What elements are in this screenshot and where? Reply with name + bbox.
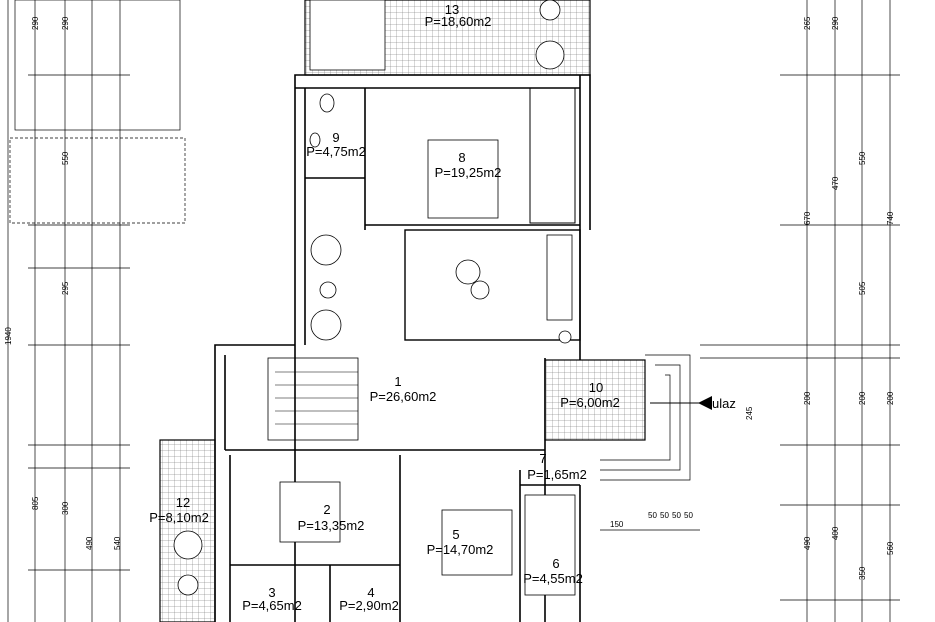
top-left-terrace <box>9 0 186 224</box>
room-6-label: 6 P=4,55m2 <box>523 556 583 586</box>
dim-bottom-2: 50 <box>648 511 657 520</box>
room-number: 8 <box>458 150 465 165</box>
room-number: 3 <box>268 585 275 600</box>
dim-bottom-4: 50 <box>672 511 681 520</box>
room-number: 9 <box>332 130 339 145</box>
room-8-label: 8 P=19,25m2 <box>435 150 502 180</box>
dim-left-20: 540 <box>113 536 122 550</box>
room-area: P=4,55m2 <box>523 571 583 586</box>
room-2-label: 2 P=13,35m2 <box>298 502 365 533</box>
room-number: 6 <box>552 556 559 571</box>
room-5-label: 5 P=14,70m2 <box>427 527 494 557</box>
bottom-right-dimensions: 150 50 50 50 50 <box>600 511 700 531</box>
dim-right-19: 560 <box>886 541 895 555</box>
dim-bottom-1: 150 <box>610 520 624 529</box>
dim-bottom-3: 50 <box>660 511 669 520</box>
room-area: P=4,75m2 <box>306 144 366 159</box>
dim-right-6: 670 <box>803 211 812 225</box>
room-area: P=6,00m2 <box>560 395 620 410</box>
room-area: P=8,10m2 <box>149 510 209 525</box>
dim-left-18: 300 <box>61 501 70 515</box>
entrance-label: ulaz <box>712 396 736 411</box>
room-4-label: 4 P=2,90m2 <box>339 585 399 613</box>
dim-left-2: 290 <box>61 16 70 30</box>
dim-right-5: 470 <box>831 176 840 190</box>
dim-right-1: 290 <box>831 16 840 30</box>
room-number: 4 <box>367 585 374 600</box>
furniture <box>173 0 576 596</box>
dim-bottom-5: 50 <box>684 511 693 520</box>
room-number: 13 <box>445 2 459 17</box>
dim-right-18: 490 <box>803 536 812 550</box>
dim-right-17: 400 <box>831 526 840 540</box>
room-7-label: 7 P=1,65m2 <box>527 451 587 482</box>
dim-right-9: 505 <box>858 281 867 295</box>
dim-left-5: 550 <box>61 151 70 165</box>
dim-right-14: 200 <box>886 391 895 405</box>
right-dimension-lines <box>700 0 900 622</box>
room-3-label: 3 P=4,65m2 <box>242 585 302 613</box>
dim-right-4: 550 <box>858 151 867 165</box>
dim-left-17: 805 <box>31 496 40 510</box>
room-area: P=1,65m2 <box>527 467 587 482</box>
room-area: P=13,35m2 <box>298 518 365 533</box>
left-dimension-lines <box>7 0 130 622</box>
dim-right-12: 200 <box>803 391 812 405</box>
entrance-marker: ulaz <box>650 396 736 411</box>
room-1-label: 1 P=26,60m2 <box>370 374 437 404</box>
dim-right-20: 350 <box>858 566 867 580</box>
room-area: P=4,65m2 <box>242 598 302 613</box>
entrance-arrow-icon <box>698 396 712 410</box>
room-13-label: 13 P=18,60m2 <box>425 2 492 29</box>
dim-left-9: 295 <box>61 281 70 295</box>
room-area: P=2,90m2 <box>339 598 399 613</box>
room-area: P=19,25m2 <box>435 165 502 180</box>
room-number: 10 <box>589 380 603 395</box>
room-9-label: 9 P=4,75m2 <box>306 130 366 159</box>
dim-left-19: 490 <box>85 536 94 550</box>
dim-right-13: 200 <box>858 391 867 405</box>
room-number: 5 <box>452 527 459 542</box>
dim-right-2: 265 <box>803 16 812 30</box>
room-number: 2 <box>323 502 330 517</box>
room-area: P=14,70m2 <box>427 542 494 557</box>
room-number: 7 <box>539 451 546 466</box>
room-area: P=18,60m2 <box>425 14 492 29</box>
dim-left-overall: 1940 <box>4 327 13 345</box>
room-number: 1 <box>394 374 401 389</box>
room-area: P=26,60m2 <box>370 389 437 404</box>
dim-right-7: 740 <box>886 211 895 225</box>
room-12-label: 12 P=8,10m2 <box>149 495 209 525</box>
dim-right-15: 245 <box>745 406 754 420</box>
room-10-label: 10 P=6,00m2 <box>560 380 620 410</box>
room-number: 12 <box>176 495 190 510</box>
dim-left-1: 290 <box>31 16 40 30</box>
